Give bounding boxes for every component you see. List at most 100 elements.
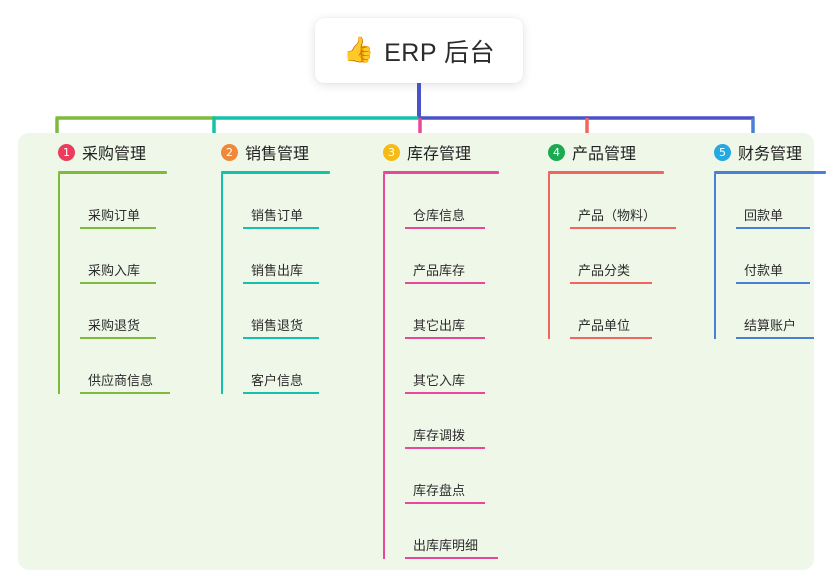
branch-spine-5 bbox=[714, 174, 716, 339]
branch-spine-2 bbox=[221, 174, 223, 394]
branch-badge-icon-4: 4 bbox=[548, 143, 565, 161]
leaf-item-rule bbox=[736, 227, 810, 229]
leaf-item-rule bbox=[243, 337, 319, 339]
board-panel bbox=[18, 133, 814, 570]
leaf-item-rule bbox=[80, 227, 156, 229]
leaf-item-label: 仓库信息 bbox=[413, 208, 466, 223]
branch-items-5: 回款单付款单结算账户 bbox=[714, 174, 826, 339]
branch-header-1[interactable]: 1 采购管理 bbox=[38, 133, 167, 171]
leaf-item[interactable]: 付款单 bbox=[736, 229, 826, 284]
leaf-item-rule bbox=[243, 227, 319, 229]
leaf-item-label: 产品分类 bbox=[578, 263, 631, 278]
leaf-item-label: 客户信息 bbox=[251, 373, 304, 388]
leaf-item[interactable]: 销售出库 bbox=[243, 229, 330, 284]
leaf-item[interactable]: 产品单位 bbox=[570, 284, 664, 339]
leaf-item-label: 回款单 bbox=[744, 208, 784, 223]
leaf-item-label: 出库库明细 bbox=[413, 538, 479, 553]
branch-header-4[interactable]: 4 产品管理 bbox=[528, 133, 664, 171]
leaf-item-rule bbox=[405, 282, 485, 284]
leaf-item-label: 采购退货 bbox=[88, 318, 141, 333]
leaf-item[interactable]: 其它入库 bbox=[405, 339, 499, 394]
branch-rule-4 bbox=[548, 171, 664, 174]
leaf-item-rule bbox=[80, 392, 170, 394]
branch-badge-icon-3: 3 bbox=[383, 143, 400, 161]
branch-badge-icon-2: 2 bbox=[221, 143, 238, 161]
branch-items-3: 仓库信息产品库存其它出库其它入库库存调拨库存盘点出库库明细 bbox=[383, 174, 499, 559]
branch-items-2: 销售订单销售出库销售退货客户信息 bbox=[221, 174, 330, 394]
branch-title-3: 库存管理 bbox=[407, 146, 472, 163]
branch-rule-2 bbox=[221, 171, 330, 174]
leaf-item-rule bbox=[570, 337, 652, 339]
branch-title-5: 财务管理 bbox=[738, 146, 803, 163]
leaf-item[interactable]: 产品（物料） bbox=[570, 174, 676, 229]
leaf-item[interactable]: 出库库明细 bbox=[405, 504, 499, 559]
leaf-item[interactable]: 回款单 bbox=[736, 174, 826, 229]
leaf-item-label: 销售订单 bbox=[251, 208, 304, 223]
leaf-item-label: 其它入库 bbox=[413, 373, 466, 388]
branch-title-4: 产品管理 bbox=[572, 146, 637, 163]
leaf-item-rule bbox=[243, 282, 319, 284]
leaf-item-rule bbox=[405, 227, 485, 229]
leaf-item-label: 库存盘点 bbox=[413, 483, 466, 498]
leaf-item[interactable]: 库存盘点 bbox=[405, 449, 499, 504]
leaf-item[interactable]: 采购订单 bbox=[80, 174, 167, 229]
leaf-item-label: 销售退货 bbox=[251, 318, 304, 333]
leaf-item-rule bbox=[80, 337, 156, 339]
leaf-item[interactable]: 库存调拨 bbox=[405, 394, 499, 449]
branch-spine-3 bbox=[383, 174, 385, 559]
branch-header-3[interactable]: 3 库存管理 bbox=[363, 133, 499, 171]
leaf-item-label: 供应商信息 bbox=[88, 373, 154, 388]
leaf-item[interactable]: 产品分类 bbox=[570, 229, 664, 284]
leaf-item-rule bbox=[405, 337, 485, 339]
leaf-item[interactable]: 产品库存 bbox=[405, 229, 499, 284]
leaf-item-label: 采购入库 bbox=[88, 263, 141, 278]
branch-title-1: 采购管理 bbox=[82, 146, 147, 163]
leaf-item-rule bbox=[243, 392, 319, 394]
leaf-item[interactable]: 客户信息 bbox=[243, 339, 330, 394]
leaf-item-rule bbox=[405, 557, 498, 559]
branch-column-1[interactable]: 1 采购管理采购订单采购入库采购退货供应商信息 bbox=[38, 133, 170, 394]
leaf-item-label: 结算账户 bbox=[744, 318, 797, 333]
branch-items-1: 采购订单采购入库采购退货供应商信息 bbox=[58, 174, 170, 394]
leaf-item[interactable]: 采购退货 bbox=[80, 284, 167, 339]
root-node[interactable]: 👍 ERP 后台 bbox=[315, 18, 523, 83]
branch-column-4[interactable]: 4 产品管理产品（物料） 产品分类产品单位 bbox=[528, 133, 676, 339]
leaf-item-label: 其它出库 bbox=[413, 318, 466, 333]
leaf-item-label: 库存调拨 bbox=[413, 428, 466, 443]
leaf-item[interactable]: 采购入库 bbox=[80, 229, 167, 284]
leaf-item-rule bbox=[405, 502, 485, 504]
leaf-item-rule bbox=[405, 392, 485, 394]
branch-badge-icon-1: 1 bbox=[58, 143, 75, 161]
branch-items-4: 产品（物料） 产品分类产品单位 bbox=[548, 174, 676, 339]
leaf-item-label: 采购订单 bbox=[88, 208, 141, 223]
branch-spine-1 bbox=[58, 174, 60, 394]
root-title: ERP 后台 bbox=[384, 38, 496, 67]
leaf-item[interactable]: 结算账户 bbox=[736, 284, 826, 339]
leaf-item-label: 产品库存 bbox=[413, 263, 466, 278]
leaf-item-rule bbox=[80, 282, 156, 284]
leaf-item-label: 销售出库 bbox=[251, 263, 304, 278]
leaf-item-rule bbox=[405, 447, 485, 449]
branch-rule-5 bbox=[714, 171, 826, 174]
branch-rule-3 bbox=[383, 171, 499, 174]
leaf-item-label: 产品单位 bbox=[578, 318, 631, 333]
leaf-item[interactable]: 仓库信息 bbox=[405, 174, 499, 229]
leaf-item[interactable]: 销售退货 bbox=[243, 284, 330, 339]
branch-spine-4 bbox=[548, 174, 550, 339]
leaf-item[interactable]: 供应商信息 bbox=[80, 339, 170, 394]
thumbs-up-icon: 👍 bbox=[342, 36, 375, 64]
leaf-item[interactable]: 销售订单 bbox=[243, 174, 330, 229]
leaf-item-rule bbox=[736, 337, 814, 339]
leaf-item-rule bbox=[736, 282, 810, 284]
branch-rule-1 bbox=[58, 171, 167, 174]
leaf-item-label: 付款单 bbox=[744, 263, 784, 278]
branch-column-3[interactable]: 3 库存管理仓库信息产品库存其它出库其它入库库存调拨库存盘点出库库明细 bbox=[363, 133, 499, 559]
leaf-item[interactable]: 其它出库 bbox=[405, 284, 499, 339]
leaf-item-rule bbox=[570, 227, 676, 229]
